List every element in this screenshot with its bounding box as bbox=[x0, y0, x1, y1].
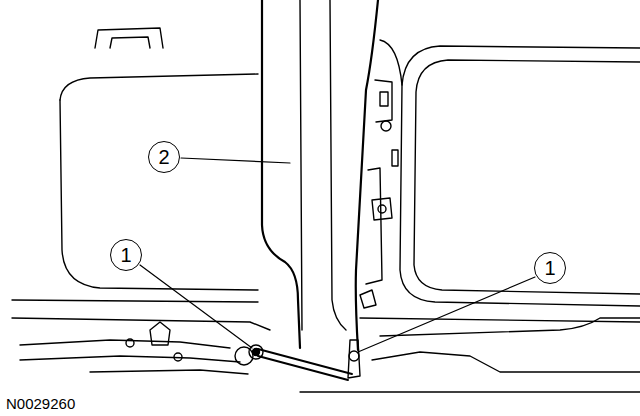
leader-line bbox=[181, 158, 290, 163]
sill-line bbox=[12, 318, 270, 330]
seat-belt-bar bbox=[258, 349, 352, 374]
body-detail bbox=[372, 198, 392, 220]
door-opening bbox=[380, 40, 402, 85]
door-opening bbox=[414, 60, 640, 294]
glass-edge bbox=[60, 74, 258, 100]
pillar-trim-outline bbox=[262, 0, 300, 348]
door-opening bbox=[400, 46, 640, 306]
floor-bolt bbox=[174, 353, 182, 361]
pillar-trim-outline bbox=[356, 0, 378, 350]
leader-line bbox=[140, 265, 252, 348]
body-detail bbox=[375, 80, 392, 122]
body-detail bbox=[378, 205, 386, 213]
pillar-trim-rib bbox=[300, 0, 302, 330]
body-detail bbox=[381, 121, 391, 131]
bolt bbox=[348, 340, 360, 378]
callout-number: 1 bbox=[534, 252, 566, 284]
roof-fixture bbox=[95, 28, 163, 48]
floor-line bbox=[300, 391, 640, 392]
seat-belt-bar bbox=[258, 356, 348, 380]
glass-edge bbox=[60, 100, 258, 290]
body-detail bbox=[360, 290, 376, 308]
floor-bracket bbox=[90, 370, 248, 374]
body-detail bbox=[366, 168, 382, 284]
roof-fixture bbox=[110, 37, 150, 48]
body-detail bbox=[380, 92, 388, 106]
floor-bracket bbox=[20, 340, 230, 348]
callout-number: 2 bbox=[148, 141, 180, 173]
callout-number: 1 bbox=[110, 239, 142, 271]
leader-line bbox=[358, 277, 535, 352]
floor-bolt bbox=[126, 339, 134, 347]
floor-line bbox=[372, 352, 640, 372]
body-detail bbox=[392, 150, 398, 166]
sill-line bbox=[12, 300, 258, 302]
pillar-trim-rib bbox=[330, 0, 346, 330]
floor-bracket bbox=[150, 322, 170, 345]
sill-line bbox=[380, 318, 640, 336]
bolt bbox=[349, 351, 359, 361]
floor-bracket bbox=[20, 356, 240, 362]
figure-code: N0029260 bbox=[6, 396, 75, 411]
bolt-washer bbox=[235, 347, 253, 365]
